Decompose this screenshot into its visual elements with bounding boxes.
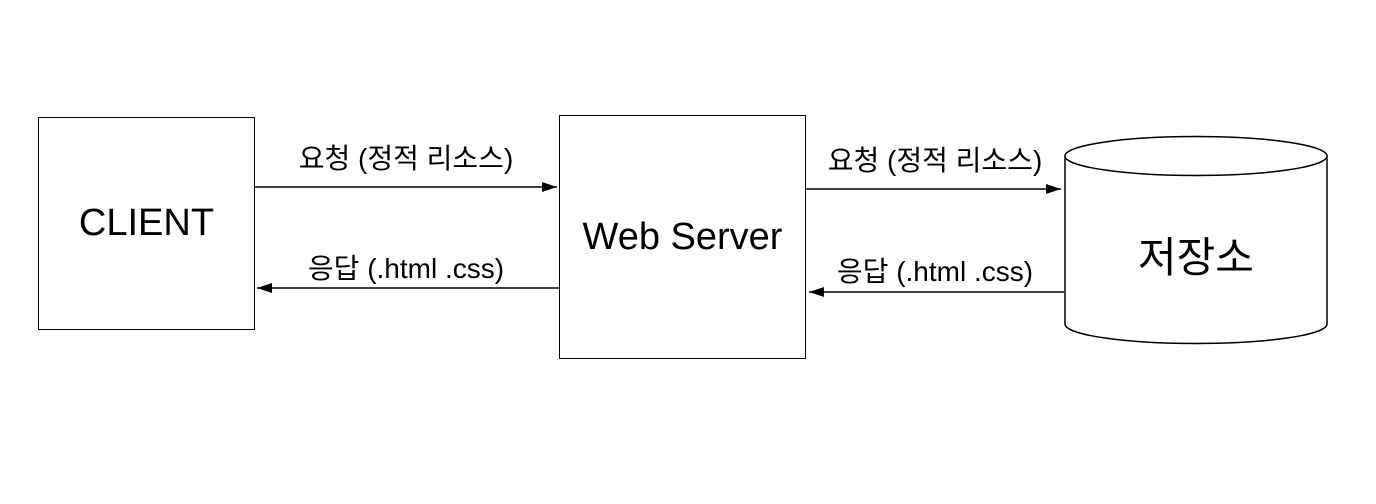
client-node-label: CLIENT — [78, 202, 215, 244]
cylinder-top-ellipse — [1064, 135, 1328, 177]
cylinder-body — [1064, 156, 1328, 345]
web-server-node-label: Web Server — [582, 215, 783, 258]
edge-label-client-to-server-request: 요청 (정적 리소스) — [298, 143, 514, 174]
web-server-node: Web Server — [559, 115, 806, 359]
edge-label-server-to-client-response: 응답 (.html .css) — [307, 253, 505, 284]
edge-label-storage-to-server-response: 응답 (.html .css) — [836, 256, 1034, 287]
edge-label-server-to-storage-request: 요청 (정적 리소스) — [827, 145, 1043, 176]
client-node: CLIENT — [38, 117, 255, 330]
storage-cylinder-shape — [1064, 135, 1328, 345]
